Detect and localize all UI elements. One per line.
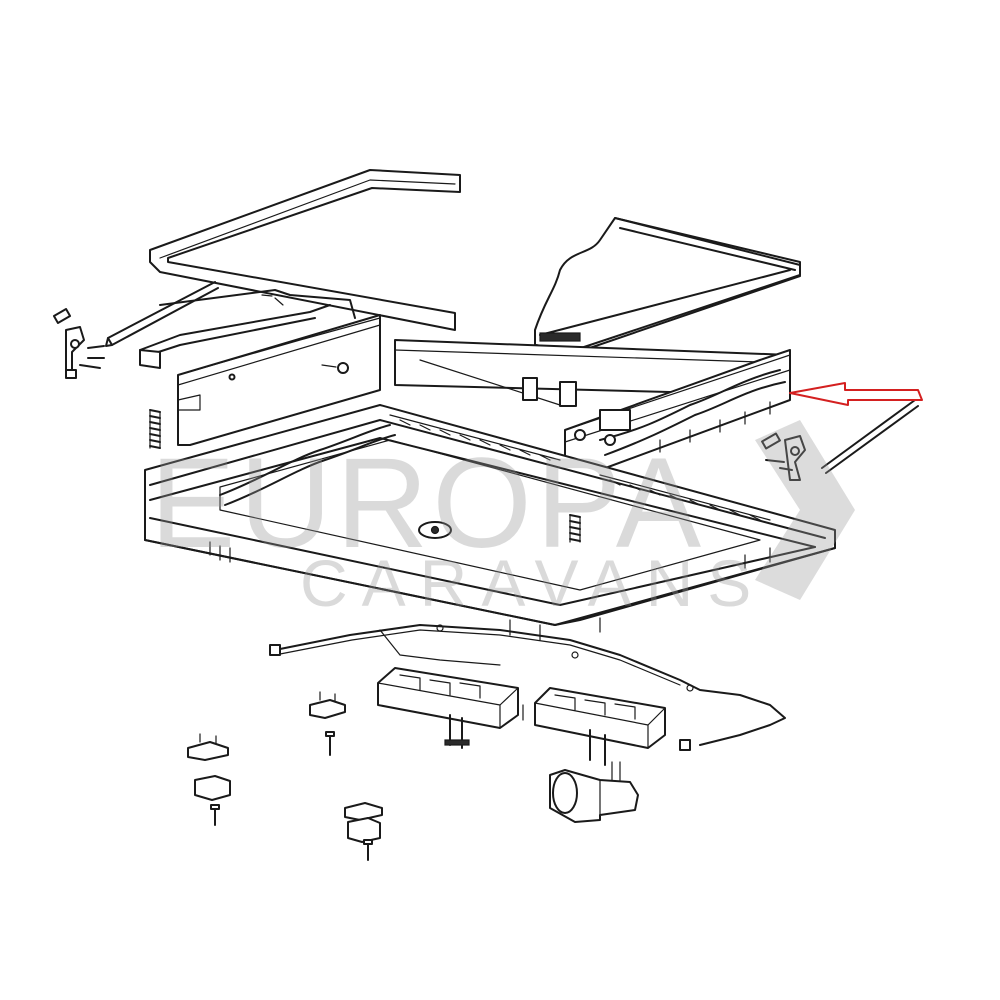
left-spring	[149, 409, 161, 449]
blind-panel	[534, 217, 801, 353]
right-lift-rod	[821, 399, 919, 474]
gasket-seal	[149, 169, 461, 331]
wiring-harness	[269, 624, 786, 751]
control-panel-right	[534, 687, 666, 766]
red-indicator-arrow	[789, 382, 923, 406]
motor-unit	[549, 761, 639, 823]
left-hinge-clip	[52, 308, 105, 379]
main-frame	[144, 404, 836, 641]
left-hinge-assembly	[139, 289, 381, 446]
diamond-chevron-logo-icon	[755, 420, 855, 600]
right-hinge-clip	[761, 432, 806, 481]
control-panel-left	[377, 667, 519, 749]
screw-set-top	[261, 294, 337, 368]
left-lift-rod	[105, 281, 219, 347]
bottom-clips-and-screws	[187, 691, 383, 861]
